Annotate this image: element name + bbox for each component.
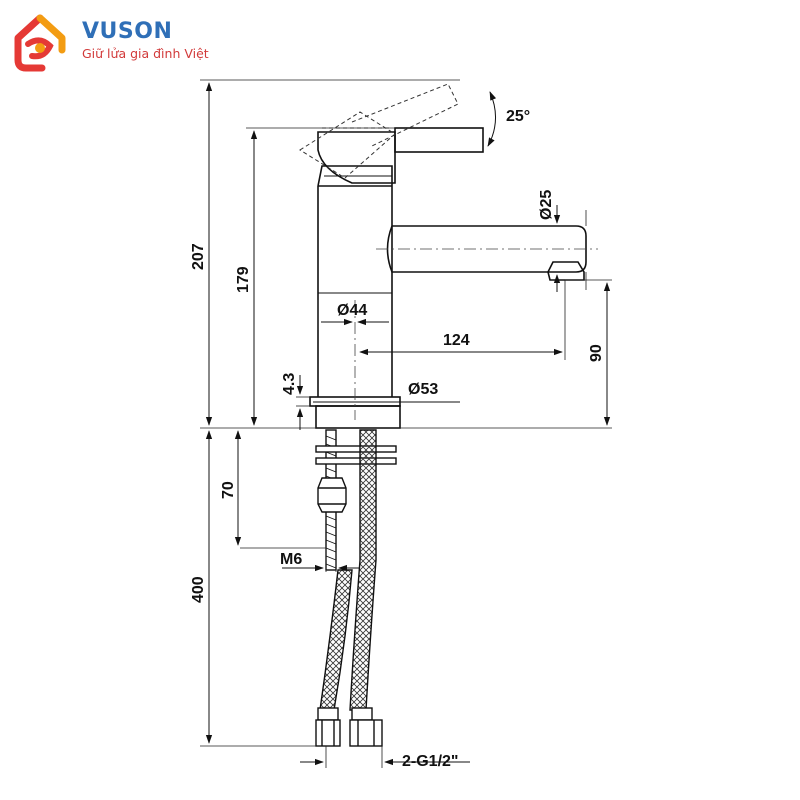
mounting-stud [315,429,397,571]
brand-logo: VUSON Giữ lửa gia đình Việt [0,0,240,80]
body-diameter-label: Ø44 [337,302,367,319]
vuson-house-icon [14,14,66,72]
spout-height-label: 90 [588,344,605,362]
dimension-lines [205,82,611,766]
angle-label: 25° [506,108,530,125]
base-thickness-label: 4.3 [281,373,298,395]
reach-label: 124 [443,332,470,349]
hose-length-label: 400 [190,576,207,603]
total-height-label: 207 [190,243,207,270]
brand-name: VUSON [82,19,173,44]
hose-fittings [315,707,383,747]
spout-diameter-label: Ø25 [538,190,555,220]
center-lines [354,248,598,420]
stud-length-label: 70 [220,481,237,499]
body-height-label: 179 [235,266,252,293]
base-diameter-label: Ø53 [408,381,438,398]
extension-lines [200,79,612,768]
connection-label: 2-G1/2" [402,753,459,770]
thread-label: M6 [280,551,302,568]
brand-tagline: Giữ lửa gia đình Việt [82,46,209,61]
faucet-body [309,127,484,429]
spout [386,225,587,281]
